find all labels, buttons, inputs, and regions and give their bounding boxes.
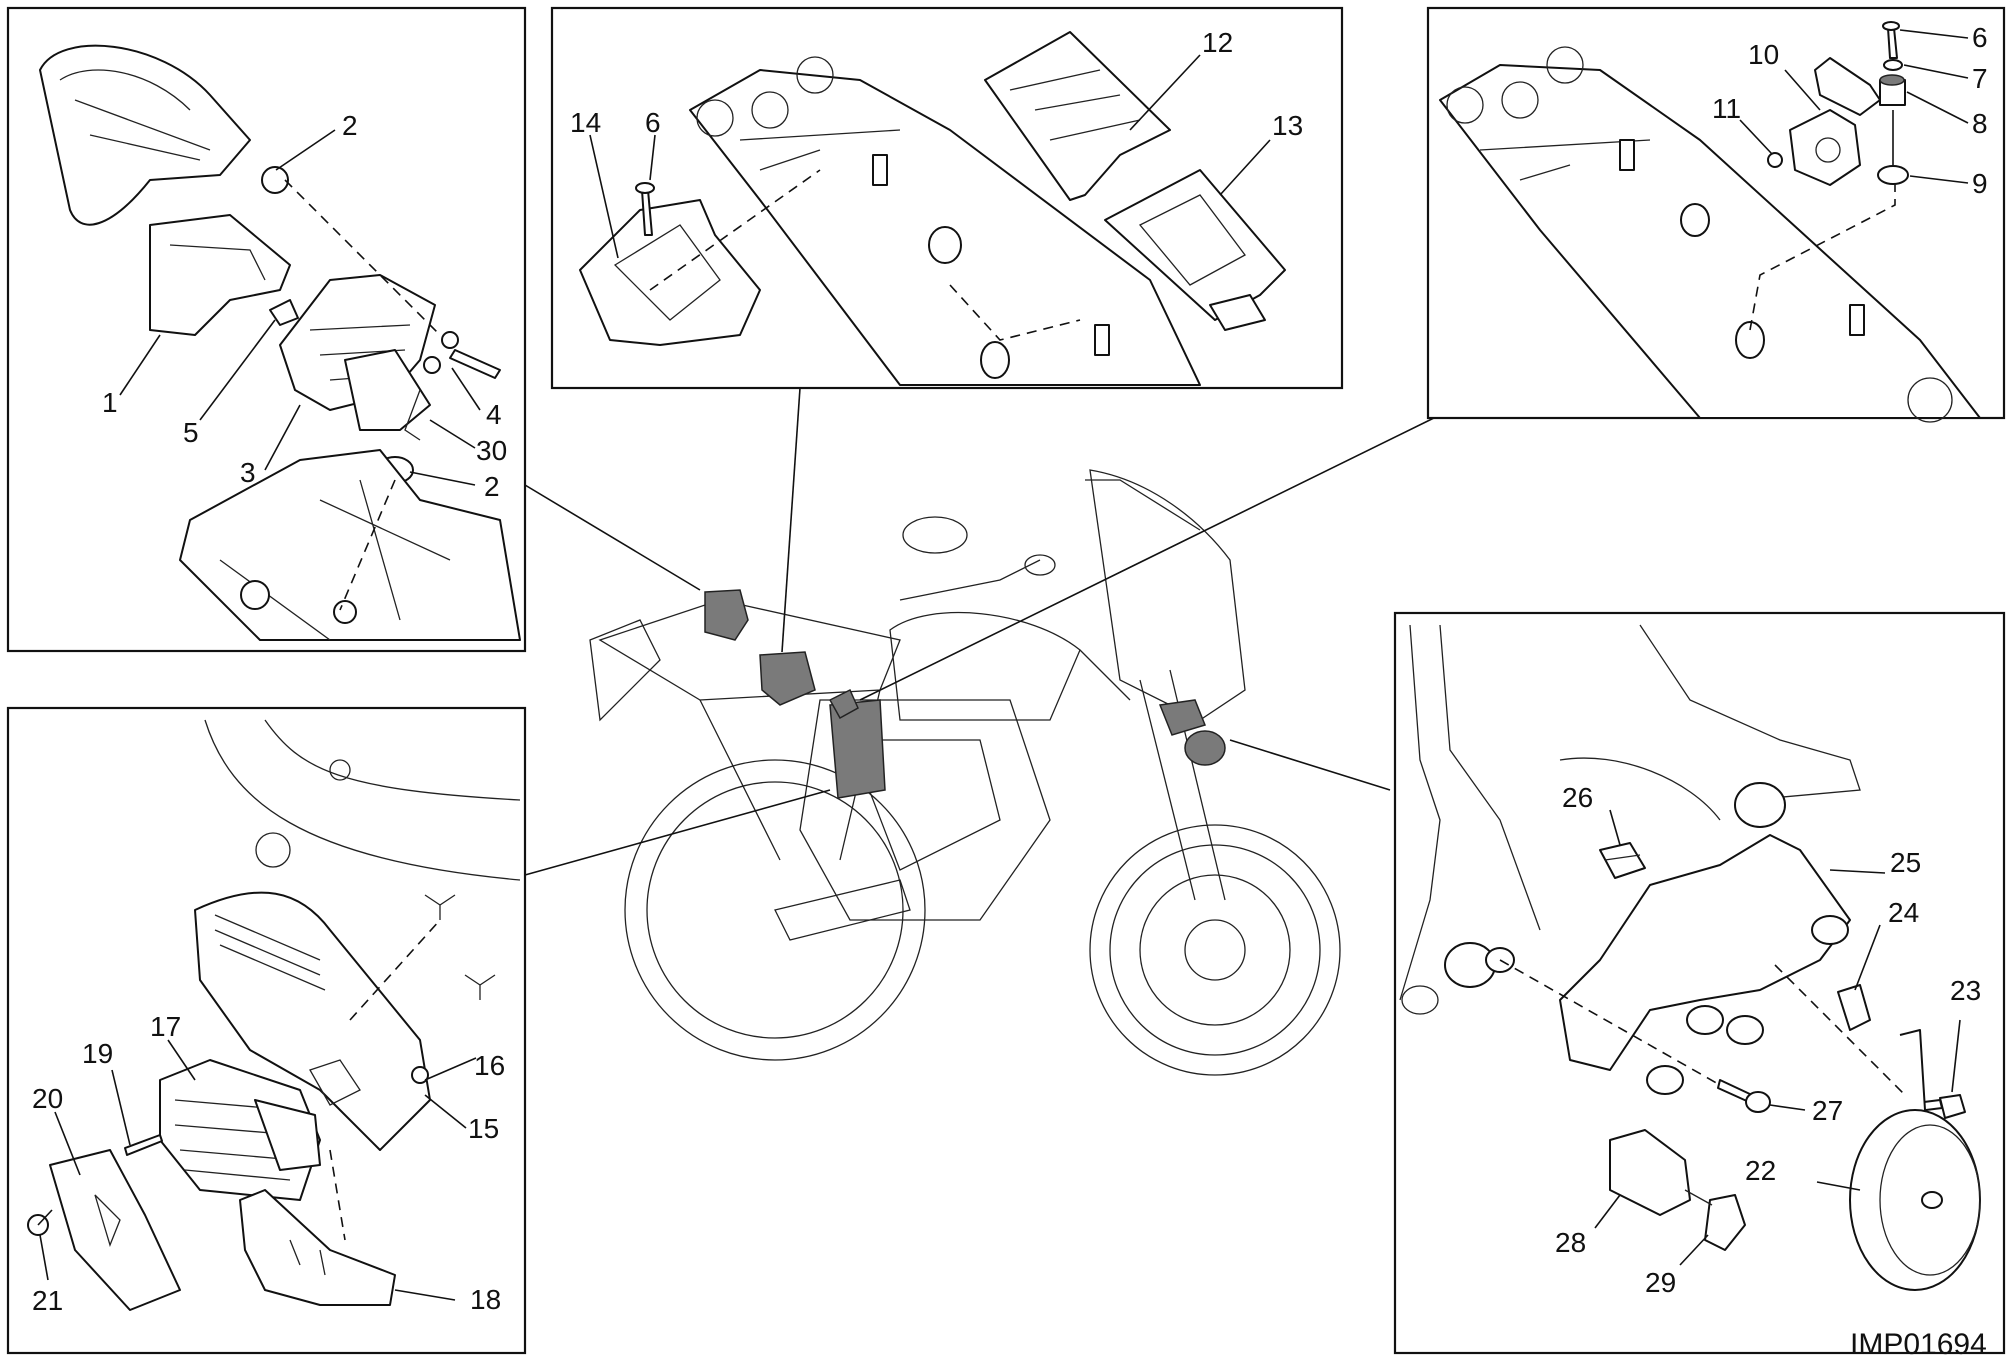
panel-top-center: 14 6 12 13 bbox=[550, 6, 1344, 390]
label-9: 9 bbox=[1972, 168, 1988, 199]
label-20: 20 bbox=[32, 1083, 63, 1114]
image-code: IMP01694 bbox=[1850, 1328, 1987, 1361]
label-7: 7 bbox=[1972, 63, 1988, 94]
panel-top-right: 6 7 8 9 10 11 bbox=[1426, 6, 2006, 423]
panel-top-left: 2 1 5 3 4 30 2 bbox=[6, 6, 527, 653]
voltage-regulator-highlight bbox=[704, 589, 749, 641]
ecu-highlight bbox=[759, 651, 816, 706]
label-28: 28 bbox=[1555, 1227, 1586, 1258]
label-30: 30 bbox=[476, 435, 507, 466]
label-19: 19 bbox=[82, 1038, 113, 1069]
label-23: 23 bbox=[1950, 975, 1981, 1006]
label-15: 15 bbox=[468, 1113, 499, 1144]
label-6-right: 6 bbox=[1972, 22, 1988, 53]
label-12: 12 bbox=[1202, 27, 1233, 58]
horn-highlight bbox=[1184, 730, 1226, 766]
callout-lines bbox=[524, 387, 1441, 876]
label-8: 8 bbox=[1972, 108, 1988, 139]
label-14: 14 bbox=[570, 107, 601, 138]
label-5: 5 bbox=[183, 417, 199, 448]
label-2-bottom: 2 bbox=[484, 471, 500, 502]
label-24: 24 bbox=[1888, 897, 1919, 928]
label-10: 10 bbox=[1748, 39, 1779, 70]
label-21: 21 bbox=[32, 1285, 63, 1316]
label-6-center: 6 bbox=[645, 107, 661, 138]
panel-bottom-right: 25 24 23 26 27 22 28 29 bbox=[1393, 611, 2006, 1355]
label-16: 16 bbox=[474, 1050, 505, 1081]
label-2-top: 2 bbox=[342, 110, 358, 141]
label-25: 25 bbox=[1890, 847, 1921, 878]
label-13: 13 bbox=[1272, 110, 1303, 141]
label-27: 27 bbox=[1812, 1095, 1843, 1126]
rectifier-highlight bbox=[829, 699, 886, 799]
label-22: 22 bbox=[1745, 1155, 1776, 1186]
label-4: 4 bbox=[486, 399, 502, 430]
panel-bottom-left: 16 15 18 17 19 20 21 bbox=[6, 706, 527, 1355]
label-1: 1 bbox=[102, 387, 118, 418]
motorcycle-overview bbox=[589, 469, 1341, 1076]
label-29: 29 bbox=[1645, 1267, 1676, 1298]
label-18: 18 bbox=[470, 1284, 501, 1315]
label-17: 17 bbox=[150, 1011, 181, 1042]
horn-bracket-highlight bbox=[1158, 699, 1207, 736]
label-26: 26 bbox=[1562, 782, 1593, 813]
label-3: 3 bbox=[240, 457, 256, 488]
label-11: 11 bbox=[1712, 93, 1741, 124]
